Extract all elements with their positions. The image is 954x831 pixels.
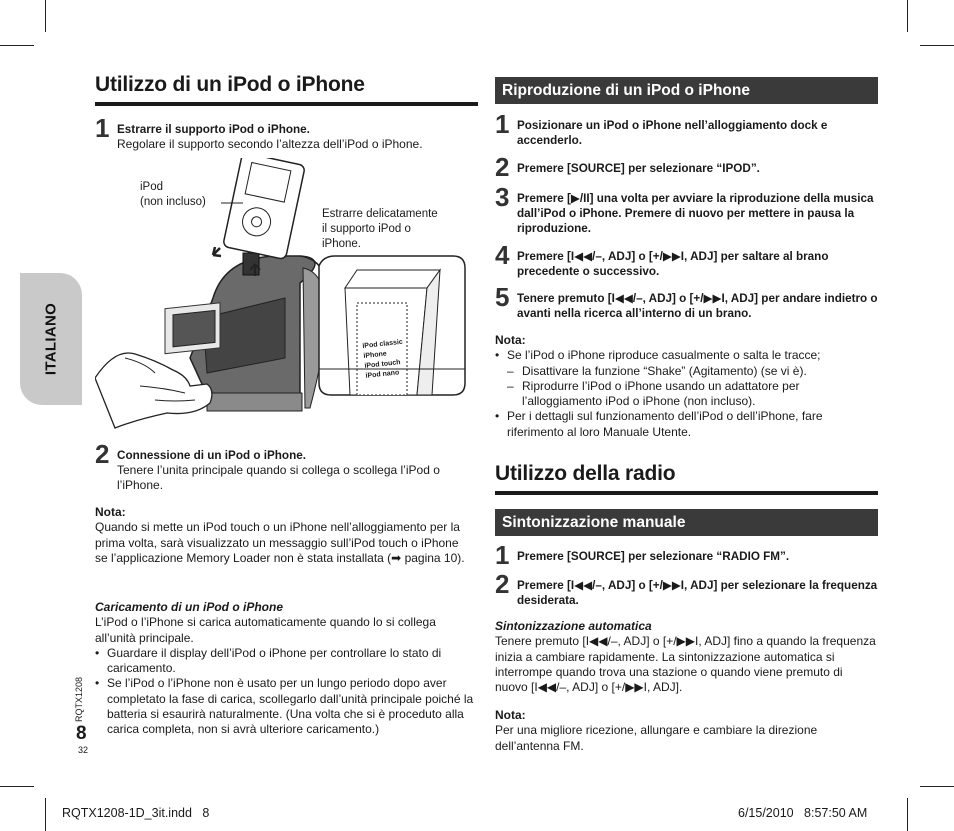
step-text: Premere [SOURCE] per selezionare “RADIO … [517,550,790,563]
crop-mark [45,0,46,32]
playback-step-4: 4 Premere [I◀◀/–, ADJ] o [+/▶▶I, ADJ] pe… [495,242,878,279]
nota-list-2: Per i dettagli sul funzionamento dell’iP… [495,409,878,440]
step-number: 2 [95,439,110,469]
crop-mark [920,786,954,787]
step-number: 1 [495,540,510,570]
auto-text: Tenere premuto [I◀◀/–, ADJ] o [+/▶▶I, AD… [495,634,876,695]
crop-mark [907,0,908,32]
title-rule [95,102,478,106]
tuning-step-2: 2 Premere [I◀◀/–, ADJ] o [+/▶▶I, ADJ] pe… [495,571,878,608]
list-item: Se l’iPod o l’iPhone non è usato per un … [95,676,478,737]
playback-step-1: 1 Posizionare un iPod o iPhone nell’allo… [495,111,878,148]
playback-step-2: 2 Premere [SOURCE] per selezionare “IPOD… [495,154,878,180]
label-extract: Estrarre delicatamente il supporto iPod … [322,208,438,250]
step-title: Connessione di un iPod o iPhone. [117,449,306,462]
page-number: 8 [76,723,87,744]
playback-heading: Riproduzione di un iPod o iPhone [495,77,878,104]
label-ipod: iPod (non incluso) [140,181,206,208]
page-sub-number: 32 [78,745,89,755]
playback-nota: Nota: Se l’iPod o iPhone riproduce casua… [495,333,878,440]
step-1-extract: 1 Estrarre il supporto iPod o iPhone. Re… [95,115,475,152]
step-title: Estrarre il supporto iPod o iPhone. [117,123,310,136]
step-text: Tenere premuto [I◀◀/–, ADJ] o [+/▶▶I, AD… [517,292,878,320]
dock-adapter-labels: iPod classic iPhone iPod touch iPod nano [362,338,404,380]
step-number: 4 [495,240,510,270]
crop-mark [907,798,908,831]
crop-mark [45,798,46,831]
nota-text: Per una migliore ricezione, allungare e … [495,723,818,753]
step-number: 3 [495,182,510,212]
crop-mark [0,45,34,46]
auto-tuning-section: Sintonizzazione automatica Tenere premut… [495,619,878,695]
step-text: Premere [I◀◀/–, ADJ] o [+/▶▶I, ADJ] per … [517,579,878,607]
list-item: Se l’iPod o iPhone riproduce casualmente… [495,348,878,364]
step-number: 5 [495,282,510,312]
section-title-ipod: Utilizzo di un iPod o iPhone [95,73,365,96]
step-text: Posizionare un iPod o iPhone nell’allogg… [517,119,828,147]
charging-heading: Caricamento di un iPod o iPhone [95,600,284,614]
nota-text: Quando si mette un iPod touch o un iPhon… [95,520,465,565]
list-item: Guardare il display dell’iPod o iPhone p… [95,646,478,677]
left-nota: Nota: Quando si mette un iPod touch o un… [95,505,473,566]
nota-label: Nota: [495,708,526,722]
dock-drawing [94,152,466,429]
crop-mark [920,45,954,46]
step-number: 2 [495,152,510,182]
charging-text: L’iPod o l’iPhone si carica automaticame… [95,615,436,645]
playback-step-5: 5 Tenere premuto [I◀◀/–, ADJ] o [+/▶▶I, … [495,284,878,321]
crop-mark [0,786,34,787]
nota-dash-list: Disattivare la funzione “Shake” (Agitame… [495,364,878,410]
footer-file: RQTX1208-1D_3it.indd 8 [62,806,210,820]
ipod-dock-illustration [94,152,475,443]
page-sub-code: RQTX1208 [74,676,84,722]
language-side-tab: ITALIANO [20,273,82,405]
language-label: ITALIANO [42,302,60,376]
title-rule [495,491,878,495]
step-number: 1 [495,109,510,139]
nota-list: Se l’iPod o iPhone riproduce casualmente… [495,348,878,364]
footer-date: 6/15/2010 8:57:50 AM [738,806,868,820]
list-item: Per i dettagli sul funzionamento dell’iP… [495,409,878,440]
step-text: Tenere l’unita principale quando si coll… [117,463,440,492]
tuning-step-1: 1 Premere [SOURCE] per selezionare “RADI… [495,542,878,568]
step-text: Premere [I◀◀/–, ADJ] o [+/▶▶I, ADJ] per … [517,250,829,278]
step-text: Premere [▶/II] una volta per avviare la … [517,192,874,235]
step-text: Regolare il supporto secondo l’altezza d… [117,137,423,151]
list-item: Riprodurre l’iPod o iPhone usando un ada… [495,379,878,410]
radio-nota: Nota: Per una migliore ricezione, allung… [495,708,878,754]
step-number: 1 [95,113,110,143]
step-number: 2 [495,569,510,599]
nota-label: Nota: [495,333,526,347]
arrow-right-icon: ➡ [391,550,405,565]
charging-section: Caricamento di un iPod o iPhone L’iPod o… [95,600,478,738]
playback-step-3: 3 Premere [▶/II] una volta per avviare l… [495,184,878,236]
auto-heading: Sintonizzazione automatica [495,619,652,633]
section-title-radio: Utilizzo della radio [495,462,676,485]
nota-label: Nota: [95,505,126,519]
step-text: Premere [SOURCE] per selezionare “IPOD”. [517,162,760,175]
tuning-heading: Sintonizzazione manuale [495,509,878,536]
step-2-connect: 2 Connessione di un iPod o iPhone. Tener… [95,441,475,493]
list-item: Disattivare la funzione “Shake” (Agitame… [495,364,878,380]
charging-bullets: Guardare il display dell’iPod o iPhone p… [95,646,478,738]
